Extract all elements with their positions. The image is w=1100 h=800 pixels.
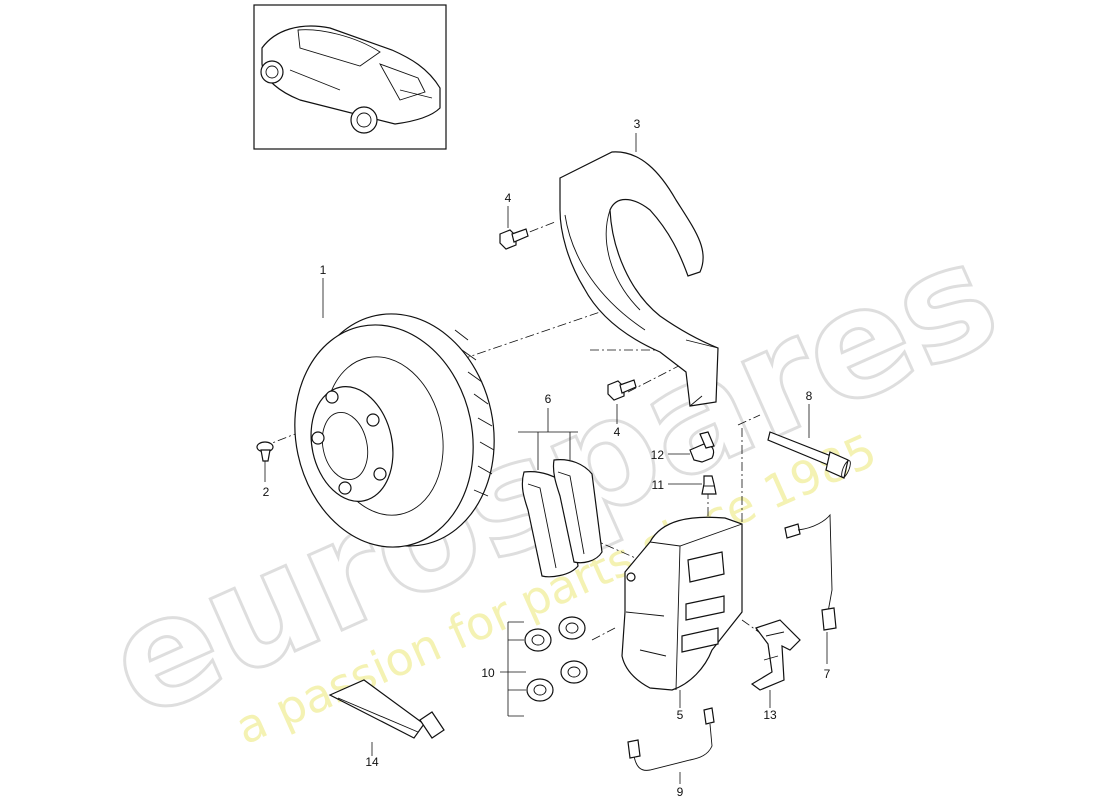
bleeder-bracket: [689, 431, 715, 463]
callout-10: 10: [481, 666, 495, 680]
guide-bolt: [767, 431, 851, 479]
brake-hose: [627, 707, 715, 771]
dust-shield: [559, 151, 719, 407]
wear-sensor: [784, 513, 837, 631]
brake-pad-set: [521, 459, 603, 578]
callout-12: 12: [651, 448, 665, 462]
callout-13: 13: [763, 708, 777, 722]
callout-7: 7: [824, 667, 831, 681]
anti-rattle-spring: [750, 619, 801, 691]
brake-disc: [294, 313, 495, 548]
callout-4-lower: 4: [614, 425, 621, 439]
car-thumbnail-icon: [253, 4, 447, 150]
callout-5: 5: [677, 708, 684, 722]
bleeder-valve: [701, 475, 717, 495]
callout-1: 1: [320, 263, 327, 277]
countersunk-screw: [256, 441, 274, 462]
callout-8: 8: [806, 389, 813, 403]
leader-lines: [264, 133, 828, 784]
callout-9: 9: [677, 785, 684, 799]
grease-tube: [328, 679, 445, 739]
callout-2: 2: [263, 485, 270, 499]
callout-11: 11: [652, 478, 665, 492]
callout-labels: 1 2 3 4 4 5 6 7 8 9 10 11 12 13 14: [263, 117, 831, 799]
callout-6: 6: [545, 392, 552, 406]
brake-caliper: [621, 516, 743, 691]
callout-3: 3: [634, 117, 641, 131]
hex-bolt-upper: [499, 228, 529, 250]
hex-bolt-lower: [607, 379, 637, 401]
caliper-seal-kit: [524, 616, 588, 702]
callout-4-upper: 4: [505, 191, 512, 205]
callout-14: 14: [365, 755, 379, 769]
